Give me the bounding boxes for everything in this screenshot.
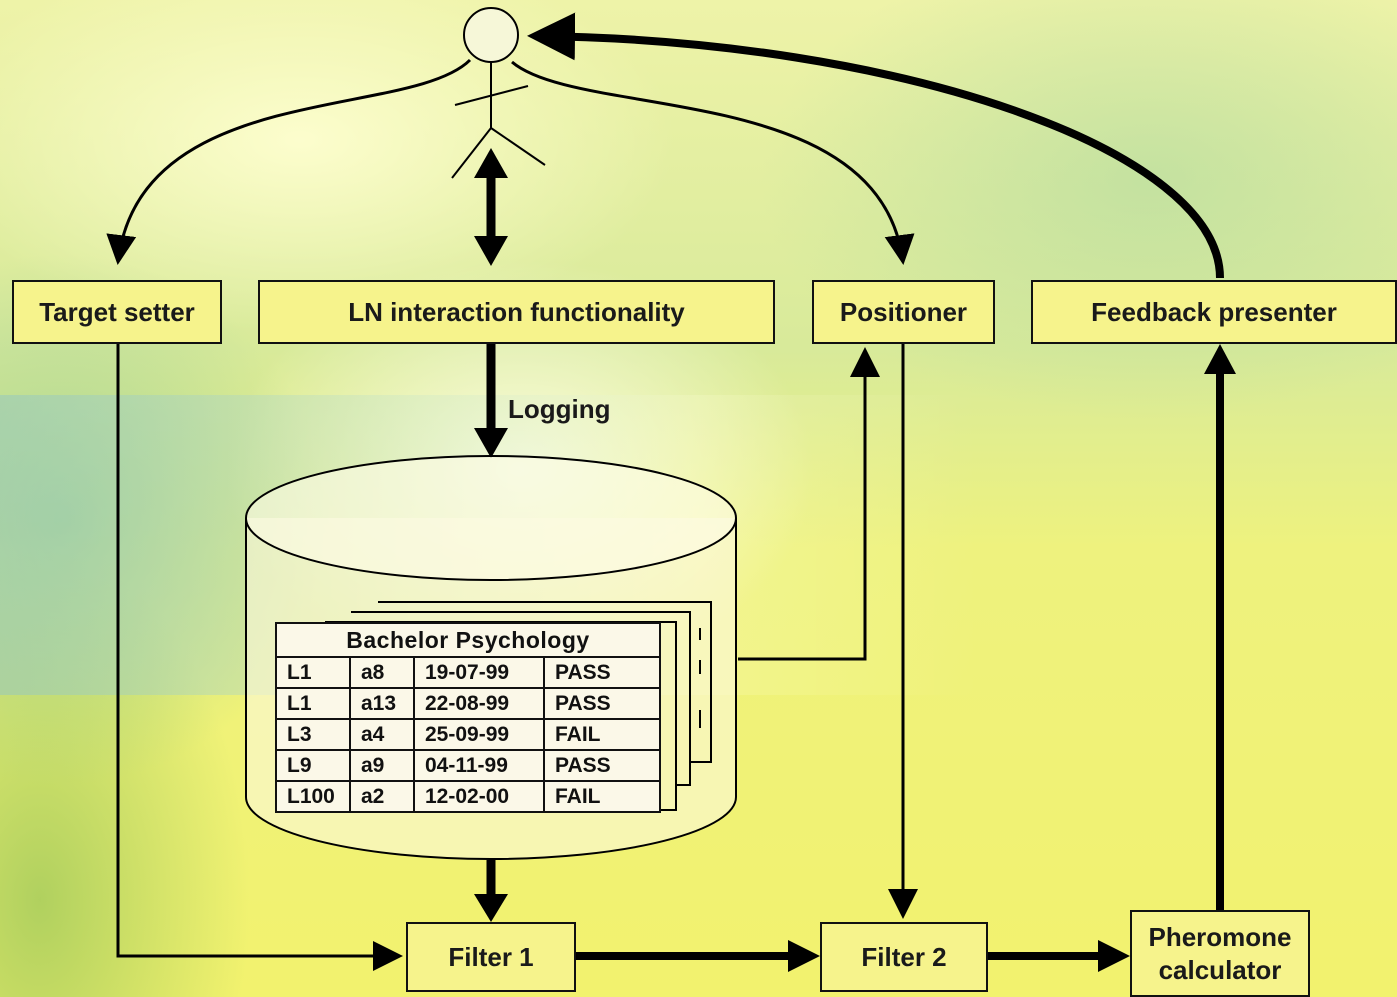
table-cell: L1 <box>275 656 351 689</box>
table-cell: 19-07-99 <box>413 656 545 689</box>
table-row: L9 a9 04-11-99 PASS <box>275 749 661 782</box>
table-row: L100 a2 12-02-00 FAIL <box>275 780 661 813</box>
table-cell: 04-11-99 <box>413 749 545 782</box>
table-cell: L100 <box>275 780 351 813</box>
table-cell: PASS <box>543 656 661 689</box>
table-cell: a8 <box>349 656 415 689</box>
target-setter-label: Target setter <box>39 296 195 327</box>
table-cell: L1 <box>275 687 351 720</box>
pheromone-calculator-box: Pheromone calculator <box>1130 910 1310 997</box>
pheromone-label-line2: calculator <box>1158 954 1282 985</box>
table-cell: PASS <box>543 687 661 720</box>
curve-user-to-target-setter <box>106 58 472 265</box>
table-cell: FAIL <box>543 718 661 751</box>
filter1-label: Filter 1 <box>448 941 534 972</box>
table-cell: 22-08-99 <box>413 687 545 720</box>
table-row: L3 a4 25-09-99 FAIL <box>275 718 661 751</box>
filter2-label: Filter 2 <box>861 941 947 972</box>
table-row: L1 a13 22-08-99 PASS <box>275 687 661 720</box>
line-db-to-positioner <box>738 347 880 661</box>
curve-user-to-positioner <box>511 60 915 265</box>
curve-feedback-to-user <box>527 12 1224 279</box>
table-cell: a13 <box>349 687 415 720</box>
stick-figure-icon <box>451 7 546 179</box>
line-target-to-filter1 <box>116 344 403 971</box>
ln-interaction-box: LN interaction functionality <box>258 280 775 344</box>
filter1-box: Filter 1 <box>406 922 576 992</box>
ln-interaction-label: LN interaction functionality <box>348 296 685 327</box>
positioner-label: Positioner <box>839 296 968 327</box>
feedback-presenter-box: Feedback presenter <box>1031 280 1397 344</box>
feedback-presenter-label: Feedback presenter <box>1091 296 1337 327</box>
table-cell: 12-02-00 <box>413 780 545 813</box>
table-cell: PASS <box>543 749 661 782</box>
table-cell: a2 <box>349 780 415 813</box>
target-setter-box: Target setter <box>12 280 222 344</box>
table-cell: L9 <box>275 749 351 782</box>
logging-label: Logging <box>508 394 611 424</box>
table-cell: FAIL <box>543 780 661 813</box>
pheromone-label-line1: Pheromone <box>1148 922 1292 952</box>
table-row: L1 a8 19-07-99 PASS <box>275 656 661 689</box>
filter2-box: Filter 2 <box>820 922 988 992</box>
table-cell: a9 <box>349 749 415 782</box>
table-cell: L3 <box>275 718 351 751</box>
table-title: Bachelor Psychology <box>275 622 661 658</box>
table-cell: a4 <box>349 718 415 751</box>
psychology-table: Bachelor Psychology L1 a8 19-07-99 PASS … <box>275 622 661 813</box>
table-cell: 25-09-99 <box>413 718 545 751</box>
positioner-box: Positioner <box>812 280 995 344</box>
